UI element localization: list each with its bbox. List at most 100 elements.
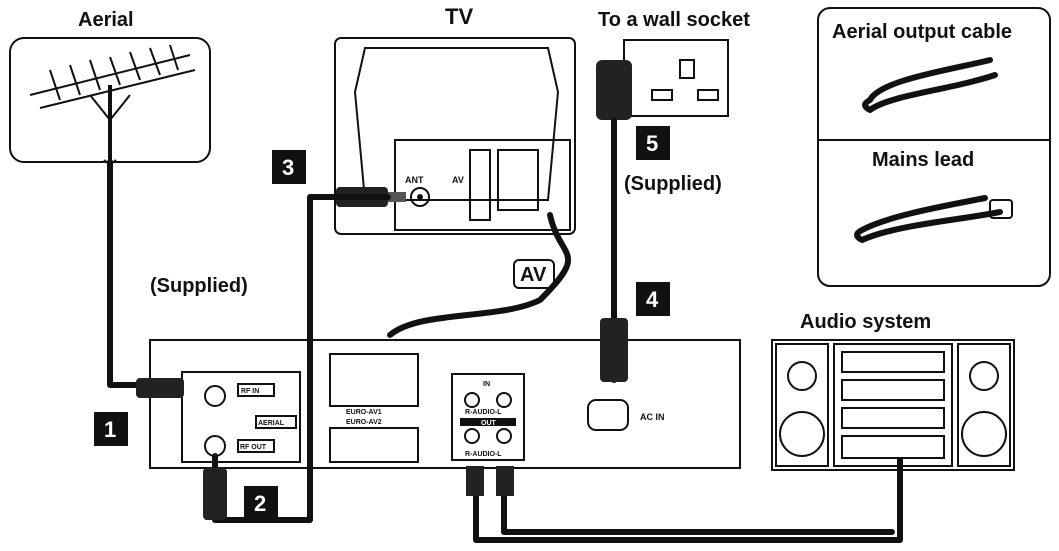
vcr-rear-panel: RF IN AERIAL RF OUT EURO-AV1 EURO-AV2 IN…: [136, 339, 741, 469]
wall-socket-section: To a wall socket: [596, 9, 750, 120]
left-woofer: [779, 411, 825, 457]
audio-in-header: IN: [483, 381, 490, 388]
audio-in-r-socket: [464, 392, 480, 408]
tv-screen: [353, 47, 560, 201]
audio-plug-right: [466, 466, 484, 496]
step-badge-3-box: [272, 150, 306, 184]
rf-out-label: RF OUT: [240, 444, 267, 451]
wall-socket-live-slot: [651, 89, 673, 101]
step-5-number: 5: [646, 131, 658, 156]
step-2-number: 2: [254, 491, 266, 516]
tv-ant-label: ANT: [405, 175, 424, 185]
rf-in-socket: [204, 385, 226, 407]
audio-cable: [473, 457, 903, 543]
rf-out-plug: [203, 468, 227, 520]
audio-system-tape-deck: [841, 407, 945, 429]
right-tweeter: [969, 361, 999, 391]
mains-lead-icon: [854, 195, 1003, 243]
audio-system: Audio system: [771, 311, 1015, 471]
tv-scart-socket: [469, 149, 491, 221]
audio-port-box: [451, 373, 525, 461]
step-badge-1-box: [94, 412, 128, 446]
right-speaker: [957, 343, 1011, 467]
wall-socket: [623, 39, 729, 117]
audio-system-deck: [833, 343, 953, 467]
accessories-box: Aerial output cable Mains lead: [817, 7, 1051, 287]
step-badge-3: 3: [272, 150, 306, 184]
av-tag-label: AV: [520, 264, 547, 286]
left-speaker: [775, 343, 829, 467]
right-woofer: [961, 411, 1007, 457]
supplied-left-label: (Supplied): [150, 275, 248, 297]
mains-plug: [596, 60, 632, 120]
ac-in-socket: [587, 399, 629, 431]
aerial-cable: [107, 159, 143, 388]
aerial-antenna-icon: [29, 44, 196, 160]
audio-system-display: [841, 351, 945, 373]
aerial-output-cable-label: Aerial output cable: [832, 21, 1012, 43]
euro-av2-label: EURO-AV2: [346, 419, 382, 426]
euro-av1-label: EURO-AV1: [346, 409, 382, 416]
aerial-port-label-box: [255, 415, 297, 429]
aerial-output-cable-icon: [862, 57, 998, 113]
vcr-chassis: [149, 339, 741, 469]
left-tweeter: [787, 361, 817, 391]
tv-section: TV ANT AV: [334, 4, 576, 235]
cable-break-mark: [103, 159, 117, 164]
tv-cabinet: [334, 37, 576, 235]
audio-system-body: [771, 339, 1015, 471]
audio-plug-left: [496, 466, 514, 496]
audio-cable-second-lead: [501, 467, 895, 535]
mains-appliance-plug: [600, 318, 628, 382]
ant-coax-plug-tip: [388, 192, 406, 202]
audio-in-label: R-AUDIO-L: [465, 409, 502, 416]
wall-socket-label: To a wall socket: [598, 9, 750, 31]
rf-out-label-box: [237, 439, 275, 453]
aerial-label: Aerial: [78, 9, 134, 31]
step-badge-4: 4: [636, 282, 670, 316]
rf-cable-to-tv: [212, 194, 391, 523]
tv-rear-panel: [394, 139, 571, 231]
supplied-right-label: (Supplied): [624, 173, 722, 195]
aerial-port-label: AERIAL: [258, 420, 285, 427]
tv-label: TV: [445, 4, 473, 29]
audio-system-label: Audio system: [800, 311, 931, 333]
rf-in-plug: [136, 378, 184, 398]
audio-out-header-bar: [460, 418, 516, 426]
audio-out-header: OUT: [481, 420, 497, 427]
step-badge-4-box: [636, 282, 670, 316]
scart-cable: [387, 212, 571, 338]
audio-system-controls: [841, 379, 945, 401]
rf-in-label-box: [237, 383, 275, 397]
rf-port-box: [181, 371, 301, 463]
step-badge-2: 2: [244, 486, 278, 520]
step-badge-1: 1: [94, 412, 128, 446]
step-badge-5: 5: [636, 126, 670, 160]
tv-av-label: AV: [452, 175, 464, 185]
step-1-number: 1: [104, 417, 116, 442]
audio-out-l-socket: [496, 428, 512, 444]
tv-ant-socket-pin: [417, 194, 423, 200]
step-4-number: 4: [646, 287, 659, 312]
tv-ant-socket: [410, 187, 430, 207]
aerial-section: Aerial: [9, 9, 211, 388]
av-tag-box: [513, 259, 555, 289]
audio-in-l-socket: [496, 392, 512, 408]
wall-socket-earth-slot: [679, 59, 695, 79]
euro-av2-socket: [329, 427, 419, 463]
ac-in-label: AC IN: [640, 412, 665, 422]
audio-out-label: R-AUDIO-L: [465, 451, 502, 458]
audio-out-r-socket: [464, 428, 480, 444]
audio-system-tray: [841, 435, 945, 459]
mains-lead-label: Mains lead: [872, 149, 974, 171]
euro-av1-socket: [329, 353, 419, 407]
mains-lead-plug: [989, 199, 1013, 219]
step-3-number: 3: [282, 155, 294, 180]
step-badge-2-box: [244, 486, 278, 520]
tv-scart-plug: [497, 149, 539, 211]
wall-socket-neutral-slot: [697, 89, 719, 101]
accessories-frame: [817, 7, 1051, 287]
step-badge-5-box: [636, 126, 670, 160]
rf-in-label: RF IN: [241, 388, 259, 395]
